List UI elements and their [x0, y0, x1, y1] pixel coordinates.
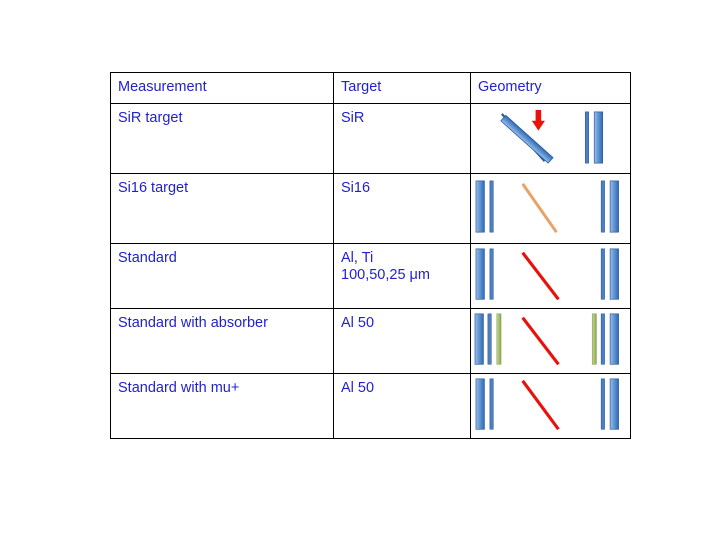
thin-blue-bar-vertical [489, 378, 494, 430]
cell-target: Al 50 [333, 372, 471, 439]
target-label: Si16 [341, 179, 371, 196]
green-absorber-bar [591, 313, 597, 365]
table-row: Standard Al, Ti 100,50,25 μm [110, 242, 631, 309]
geometry-standard-with-mu-plus [471, 374, 630, 438]
cell-measurement: Standard with absorber [110, 307, 334, 374]
geometry-measurement-table: Measurement Target Geometry SiR target S… [110, 72, 631, 439]
thick-blue-bar-diagonal [500, 114, 554, 164]
red-diagonal-line [521, 316, 560, 365]
thin-blue-bar-vertical [600, 248, 605, 300]
thin-blue-bar-vertical [489, 248, 494, 300]
cell-measurement: Si16 target [110, 172, 334, 244]
target-label: SiR [341, 109, 365, 126]
orange-diagonal-line [521, 182, 558, 233]
cell-geometry [470, 307, 631, 374]
target-label: Al, Ti 100,50,25 μm [341, 249, 430, 284]
cell-geometry [470, 242, 631, 309]
geometry-standard-with-absorber [471, 309, 630, 373]
wide-blue-bar-vertical [474, 313, 484, 365]
wide-blue-bar-vertical [609, 180, 619, 233]
thin-blue-bar-vertical [600, 313, 605, 365]
green-absorber-bar [496, 313, 502, 365]
measurement-label: Si16 target [118, 179, 189, 196]
cell-measurement: Standard [110, 242, 334, 309]
wide-blue-bar-vertical [475, 180, 485, 233]
table-row: Standard with absorber Al 50 [110, 307, 631, 374]
cell-target: Al, Ti 100,50,25 μm [333, 242, 471, 309]
geometry-si16-target [471, 174, 630, 243]
thin-blue-bar-vertical [584, 111, 589, 164]
cell-measurement: SiR target [110, 102, 334, 174]
measurement-label: SiR target [118, 109, 183, 126]
wide-blue-bar-vertical [609, 378, 619, 430]
thin-blue-bar-vertical [600, 180, 605, 233]
wide-blue-bar-vertical [609, 248, 619, 300]
cell-geometry [470, 102, 631, 174]
target-label: Al 50 [341, 314, 375, 331]
table-row: SiR target SiR [110, 102, 631, 174]
geometry-standard [471, 244, 630, 308]
table-header-row: Measurement Target Geometry [110, 72, 631, 104]
cell-target: SiR [333, 102, 471, 174]
thin-blue-bar-vertical [487, 313, 492, 365]
column-header-geometry: Geometry [470, 72, 631, 104]
geometry-sir-target [471, 104, 630, 173]
cell-measurement: Standard with mu+ [110, 372, 334, 439]
red-diagonal-line [521, 379, 560, 430]
measurement-label: Standard with absorber [118, 314, 268, 331]
table-row: Si16 target Si16 [110, 172, 631, 244]
measurement-label: Standard [118, 249, 177, 266]
thin-blue-bar-vertical [489, 180, 494, 233]
red-down-arrow [531, 109, 545, 131]
column-header-target: Target [333, 72, 471, 104]
wide-blue-bar-vertical [609, 313, 619, 365]
column-header-measurement: Measurement [110, 72, 334, 104]
measurement-label: Standard with mu+ [118, 379, 240, 396]
column-header-target-label: Target [341, 79, 382, 95]
wide-blue-bar-vertical [475, 248, 485, 300]
wide-blue-bar-vertical [475, 378, 485, 430]
cell-geometry [470, 372, 631, 439]
wide-blue-bar-vertical [593, 111, 604, 164]
cell-target: Al 50 [333, 307, 471, 374]
cell-geometry [470, 172, 631, 244]
column-header-measurement-label: Measurement [118, 79, 207, 95]
cell-target: Si16 [333, 172, 471, 244]
target-label: Al 50 [341, 379, 375, 396]
column-header-geometry-label: Geometry [478, 79, 542, 95]
thin-blue-bar-vertical [600, 378, 605, 430]
table-row: Standard with mu+ Al 50 [110, 372, 631, 439]
red-diagonal-line [521, 251, 560, 300]
